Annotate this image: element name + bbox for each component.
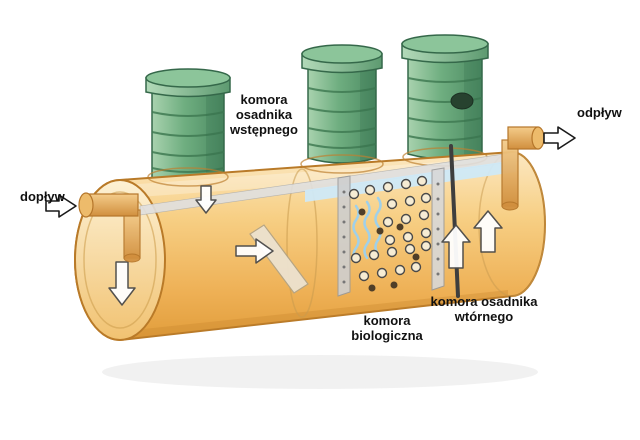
- outflow-arrow-icon: [543, 126, 576, 150]
- riser-biological-chamber: [301, 44, 383, 164]
- svg-text:komora osadnika: komora osadnika: [431, 294, 539, 309]
- tank-left-cap: [74, 179, 166, 341]
- label-primary-chamber: komora osadnika wstępnego: [229, 92, 298, 137]
- flow-arrow-up-secondary-2: [473, 210, 503, 253]
- riser-inspection-hole: [450, 92, 474, 110]
- inflow-arrow-icon: [45, 194, 77, 218]
- tank-bottom-shade: [125, 290, 508, 339]
- outflow-pipe: [501, 126, 545, 211]
- label-secondary-chamber: komora osadnika wtórnego: [431, 294, 539, 324]
- ground-shadow: [102, 355, 538, 389]
- riser-secondary-chamber: [401, 34, 489, 160]
- svg-text:wtórnego: wtórnego: [454, 309, 514, 324]
- flow-arrows: [108, 185, 503, 306]
- label-inflow: dopływ: [20, 189, 66, 204]
- riser-primary-chamber: [145, 68, 231, 188]
- bio-media-balls-dark: [358, 208, 420, 292]
- svg-text:komora: komora: [364, 313, 412, 328]
- internal-transfer-pipe: [249, 224, 309, 294]
- internal-divider: [286, 168, 318, 318]
- flow-arrow-down-inlet: [195, 185, 217, 214]
- svg-text:osadnika: osadnika: [236, 107, 293, 122]
- aeration-waves: [352, 196, 382, 264]
- label-biological-chamber: komora biologiczna: [351, 313, 423, 343]
- svg-text:komora: komora: [241, 92, 289, 107]
- svg-text:wstępnego: wstępnego: [229, 122, 298, 137]
- sludge-return-pipe: [449, 144, 460, 298]
- svg-text:biologiczna: biologiczna: [351, 328, 423, 343]
- flow-arrow-up-secondary-1: [441, 224, 471, 269]
- label-outflow: odpływ: [577, 105, 623, 120]
- inflow-pipe: [78, 192, 141, 263]
- bio-chamber-left-plate: [337, 175, 351, 297]
- bio-media-balls: [348, 175, 432, 282]
- bio-chamber-right-plate: [431, 167, 445, 291]
- flow-arrow-down-primary: [108, 261, 136, 306]
- flow-arrow-right-mid: [235, 238, 274, 264]
